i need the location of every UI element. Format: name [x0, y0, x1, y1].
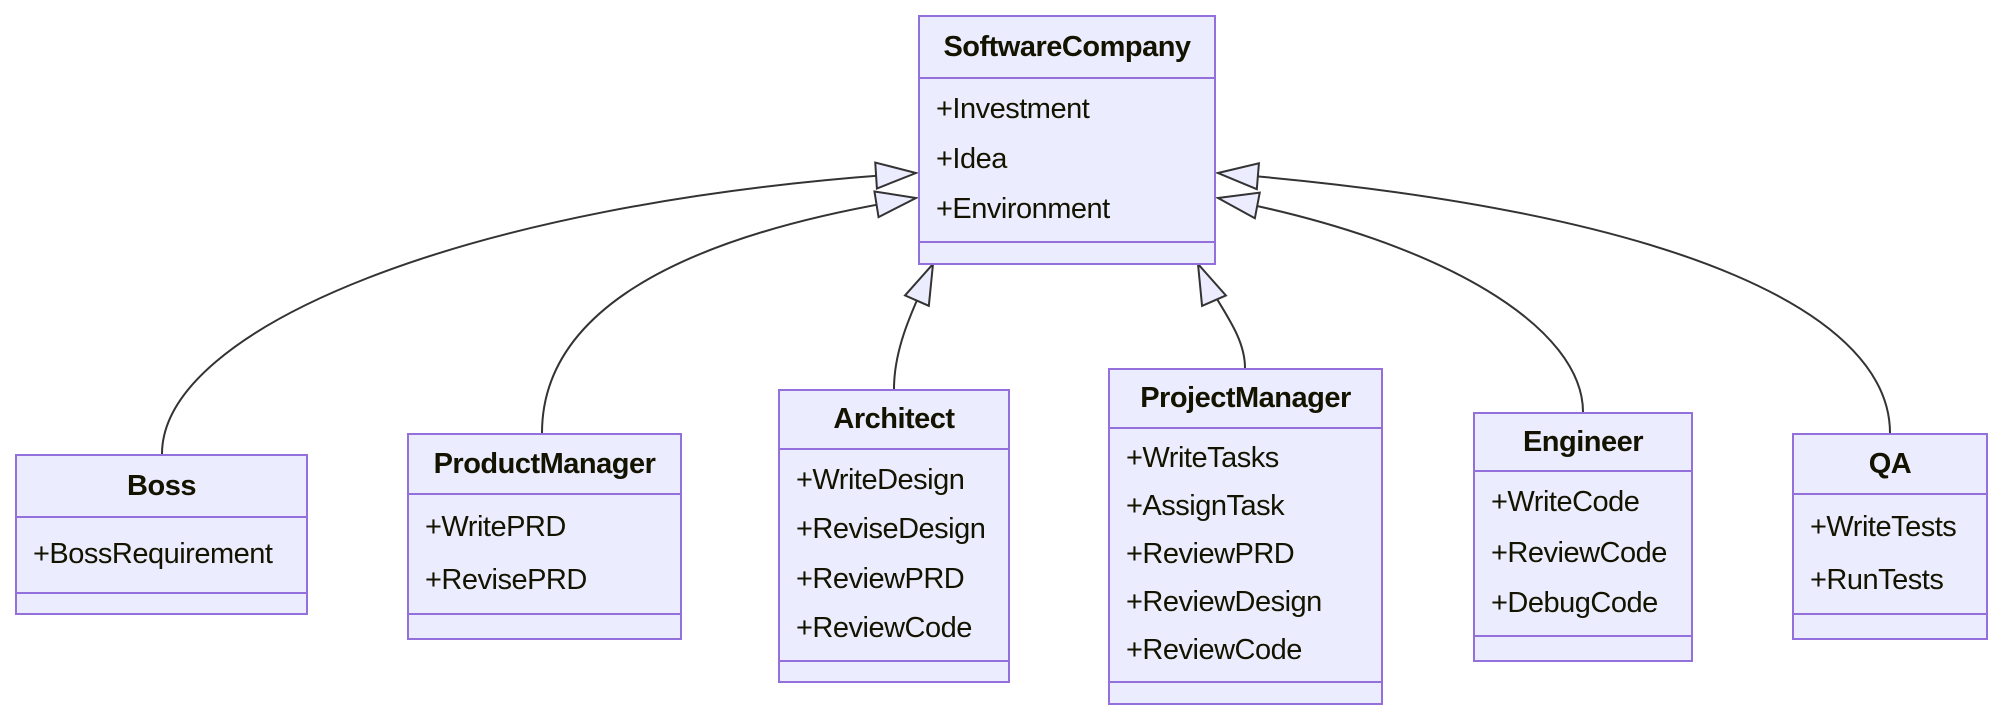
class-methods-compartment — [780, 660, 1008, 681]
class-attributes: +BossRequirement — [17, 518, 306, 592]
class-methods-compartment — [1110, 681, 1381, 703]
class-attributes: +Investment +Idea +Environment — [920, 79, 1214, 241]
class-box-projectmanager: ProjectManager +WriteTasks +AssignTask +Re… — [1108, 368, 1383, 705]
class-box-productmanager: ProductManager +WritePRD +RevisePRD — [407, 433, 682, 640]
class-attributes: +WriteCode +ReviewCode +DebugCode — [1475, 472, 1691, 635]
class-attribute: +WriteTasks — [1126, 442, 1279, 475]
class-attribute: +ReviewCode — [796, 612, 972, 645]
class-attribute: +ReviewCode — [1126, 634, 1302, 667]
class-attribute: +ReviewPRD — [796, 562, 965, 595]
class-methods-compartment — [920, 241, 1214, 263]
class-title: Architect — [780, 391, 1008, 450]
class-attribute: +RunTests — [1810, 563, 1944, 596]
class-attribute: +ReviewDesign — [1126, 586, 1322, 619]
class-title: SoftwareCompany — [920, 17, 1214, 79]
class-attribute: +ReviewPRD — [1126, 538, 1295, 571]
class-attribute: +Investment — [936, 93, 1090, 126]
class-box-architect: Architect +WriteDesign +ReviseDesign +Revi… — [778, 389, 1010, 683]
inheritance-edge-engineer-to-softwarecompany — [1218, 198, 1584, 413]
class-attribute: +BossRequirement — [33, 538, 273, 571]
class-attributes: +WriteTests +RunTests — [1794, 495, 1986, 613]
class-attribute: +ReviseDesign — [796, 513, 986, 546]
class-attribute: +WriteCode — [1491, 486, 1640, 519]
class-title: Engineer — [1475, 414, 1691, 472]
inheritance-edge-architect-to-softwarecompany — [893, 264, 933, 390]
inheritance-edge-boss-to-softwarecompany — [161, 173, 916, 455]
inheritance-edge-qa-to-softwarecompany — [1218, 173, 1891, 434]
class-box-boss: Boss +BossRequirement — [15, 454, 308, 615]
class-attribute: +DebugCode — [1491, 586, 1658, 619]
class-methods-compartment — [1794, 613, 1986, 638]
class-box-engineer: Engineer +WriteCode +ReviewCode +DebugCode — [1473, 412, 1693, 662]
class-attributes: +WritePRD +RevisePRD — [409, 495, 680, 613]
class-attribute: +WritePRD — [425, 510, 566, 543]
class-attribute: +Idea — [936, 143, 1007, 176]
class-title: QA — [1794, 435, 1986, 495]
class-title: ProjectManager — [1110, 370, 1381, 429]
class-attribute: +WriteTests — [1810, 510, 1957, 543]
inheritance-edge-productmanager-to-softwarecompany — [541, 198, 916, 434]
class-attribute: +WriteDesign — [796, 463, 965, 496]
class-title: ProductManager — [409, 435, 680, 495]
class-attribute: +RevisePRD — [425, 563, 587, 596]
class-box-qa: QA +WriteTests +RunTests — [1792, 433, 1988, 640]
class-title: Boss — [17, 456, 306, 518]
class-box-softwarecompany: SoftwareCompany +Investment +Idea +Environ… — [918, 15, 1216, 265]
class-attribute: +Environment — [936, 193, 1110, 226]
class-attribute: +ReviewCode — [1491, 536, 1667, 569]
class-methods-compartment — [409, 613, 680, 638]
class-methods-compartment — [1475, 635, 1691, 660]
class-methods-compartment — [17, 592, 306, 613]
class-attributes: +WriteDesign +ReviseDesign +ReviewPRD +Revi… — [780, 450, 1008, 660]
class-attribute: +AssignTask — [1126, 490, 1285, 523]
class-attributes: +WriteTasks +AssignTask +ReviewPRD +ReviewD… — [1110, 429, 1381, 681]
inheritance-edge-projectmanager-to-softwarecompany — [1198, 264, 1246, 369]
